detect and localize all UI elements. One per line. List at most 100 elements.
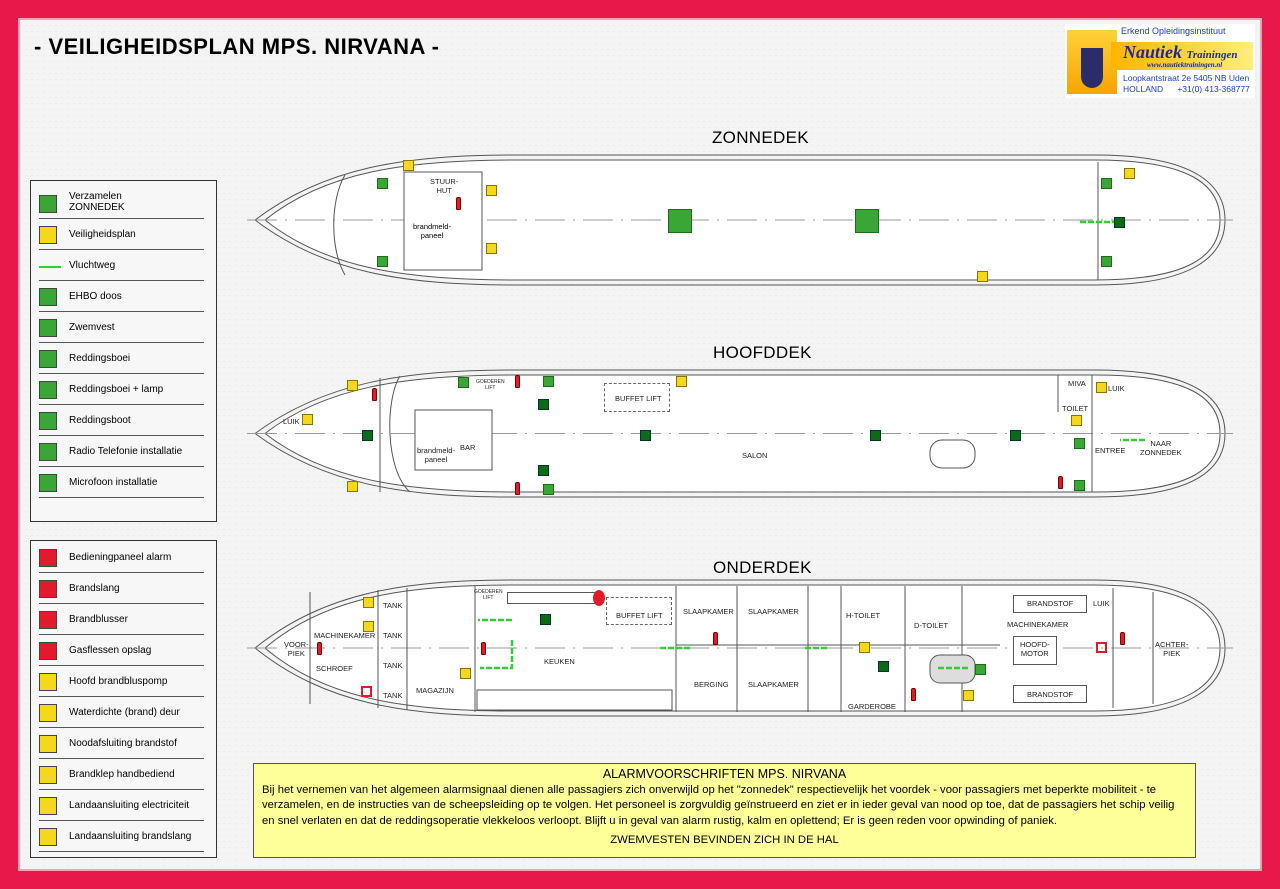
label-naar-zonnedek: NAAR ZONNEDEK <box>1140 439 1182 457</box>
label-achterpiek: ACHTER- PIEK <box>1155 640 1189 658</box>
fire-extinguisher-icon <box>1058 476 1063 489</box>
legend-label: Brandklep handbediend <box>69 769 175 780</box>
escape-route-icon <box>39 266 61 268</box>
legend-item: Brandklep handbediend <box>39 764 204 790</box>
escape-sign-icon <box>870 430 881 441</box>
escape-sign-icon <box>640 430 651 441</box>
legend-label: Veiligheidsplan <box>69 229 136 240</box>
deck-title-onderdek: ONDERDEK <box>713 558 812 577</box>
fuel-shutoff-icon <box>302 414 313 425</box>
safety-plan-icon <box>1071 415 1082 426</box>
label-hoofdmotor: HOOFD- MOTOR <box>1020 640 1050 658</box>
shore-hose-icon <box>39 828 57 846</box>
label-tank: TANK <box>383 631 403 640</box>
label-schroef: SCHROEF <box>316 664 353 673</box>
fire-extinguisher-icon <box>39 611 57 629</box>
fire-extinguisher-icon <box>372 388 377 401</box>
alarm-body: Bij het vernemen van het algemeen alarms… <box>262 783 1175 827</box>
gas-bottles-icon <box>39 642 57 660</box>
legend-item: Radio Telefonie installatie <box>39 441 204 467</box>
escape-sign-icon <box>540 614 551 625</box>
radio-icon <box>39 443 57 461</box>
legend-label: EHBO doos <box>69 291 122 302</box>
lifeboat-icon <box>538 465 549 476</box>
fire-damper-icon <box>347 380 358 391</box>
kitchen-counter <box>476 689 673 711</box>
label-tank: TANK <box>383 691 403 700</box>
first-aid-icon <box>458 377 469 388</box>
alarm-footer: ZWEMVESTEN BEVINDEN ZICH IN DE HAL <box>610 834 839 846</box>
label-brandstof: BRANDSTOF <box>1027 599 1074 608</box>
lifebuoy-icon <box>39 350 57 368</box>
radio-icon <box>543 376 554 387</box>
legend-item: Verzamelen ZONNEDEK <box>39 191 204 219</box>
logo-address: Loopkantstraat 2e 5405 NB Uden <box>1123 73 1250 83</box>
watertight-door-icon <box>39 704 57 722</box>
label-berging: BERGING <box>694 680 729 689</box>
escape-sign-icon <box>362 430 373 441</box>
salon-table <box>929 439 976 469</box>
lifebuoy-icon <box>377 256 388 267</box>
legend-label: Zwemvest <box>69 322 115 333</box>
gas-bottles-icon <box>486 243 497 254</box>
fuel-shutoff-icon <box>39 735 57 753</box>
fire-damper-icon <box>39 766 57 784</box>
label-luik-aft: LUIK <box>1108 384 1125 393</box>
main-engine <box>1013 636 1057 665</box>
escape-sign-icon <box>975 664 986 675</box>
label-magazijn: MAGAZIJN <box>416 686 454 695</box>
legend-item: Veiligheidsplan <box>39 224 204 250</box>
logo-name-main: Nautiek <box>1123 42 1183 62</box>
escape-sign-icon <box>1114 217 1125 228</box>
fuel-shutoff-icon <box>676 376 687 387</box>
logo-name: Nautiek Trainingen <box>1123 42 1237 63</box>
label-tank: TANK <box>383 661 403 670</box>
label-salon: SALON <box>742 451 768 460</box>
legend-item: Brandslang <box>39 578 204 604</box>
ship-logo-icon <box>1067 30 1117 94</box>
label-entree: ENTREE <box>1095 446 1126 455</box>
shore-power-icon <box>363 621 374 632</box>
watertight-door-icon <box>460 668 471 679</box>
label-luik-fore: LUIK <box>283 417 300 426</box>
label-voorpiek: VOOR- PIEK <box>284 640 309 658</box>
fire-extinguisher-icon <box>317 642 322 655</box>
label-bar: BAR <box>460 443 476 452</box>
legend-label: Brandblusser <box>69 614 128 625</box>
label-brandmeldpaneel: brandmeld- paneel <box>413 222 451 240</box>
lifebuoy-icon <box>377 178 388 189</box>
lifeboat-icon <box>538 399 549 410</box>
legend-item: Vluchtweg <box>39 255 204 281</box>
life-vest-icon <box>1074 480 1085 491</box>
label-toilet: TOILET <box>1062 404 1089 413</box>
legend-label: Bedieningpaneel alarm <box>69 552 172 563</box>
gas-bottles-icon <box>486 185 497 196</box>
label-tank: TANK <box>383 601 403 610</box>
deck-title-zonnedek: ZONNEDEK <box>712 128 809 147</box>
logo-banner <box>1111 42 1253 70</box>
fuel-shutoff-icon <box>977 271 988 282</box>
alarm-panel-icon <box>1096 642 1107 653</box>
label-buffet-lift: BUFFET LIFT <box>615 394 662 403</box>
fire-pump-icon <box>963 690 974 701</box>
legend-item: Reddingsboot <box>39 410 204 436</box>
assembly-point-icon <box>39 195 57 213</box>
deck-title-hoofddek: HOOFDDEK <box>713 343 812 362</box>
legend-label: Waterdichte (brand) deur <box>69 707 180 718</box>
logo-phone: HOLLAND +31(0) 413-368777 <box>1123 84 1250 94</box>
legend-label: Radio Telefonie installatie <box>69 446 183 457</box>
label-brandmeldpaneel-hoofddek: brandmeld- paneel <box>417 446 455 464</box>
fuel-shutoff-icon <box>1124 168 1135 179</box>
fire-extinguisher-icon <box>911 688 916 701</box>
legend-item: Reddingsboei + lamp <box>39 379 204 405</box>
fuel-shutoff-icon <box>403 160 414 171</box>
legend-item: Landaansluiting brandslang <box>39 826 204 852</box>
fire-pump-icon <box>39 673 57 691</box>
label-machinekamer-aft: MACHINEKAMER <box>1007 620 1069 629</box>
legend-label: Vluchtweg <box>69 260 116 271</box>
legend-item: Bedieningpaneel alarm <box>39 547 204 573</box>
logo-url: www.nautiektrainingen.nl <box>1147 61 1223 69</box>
